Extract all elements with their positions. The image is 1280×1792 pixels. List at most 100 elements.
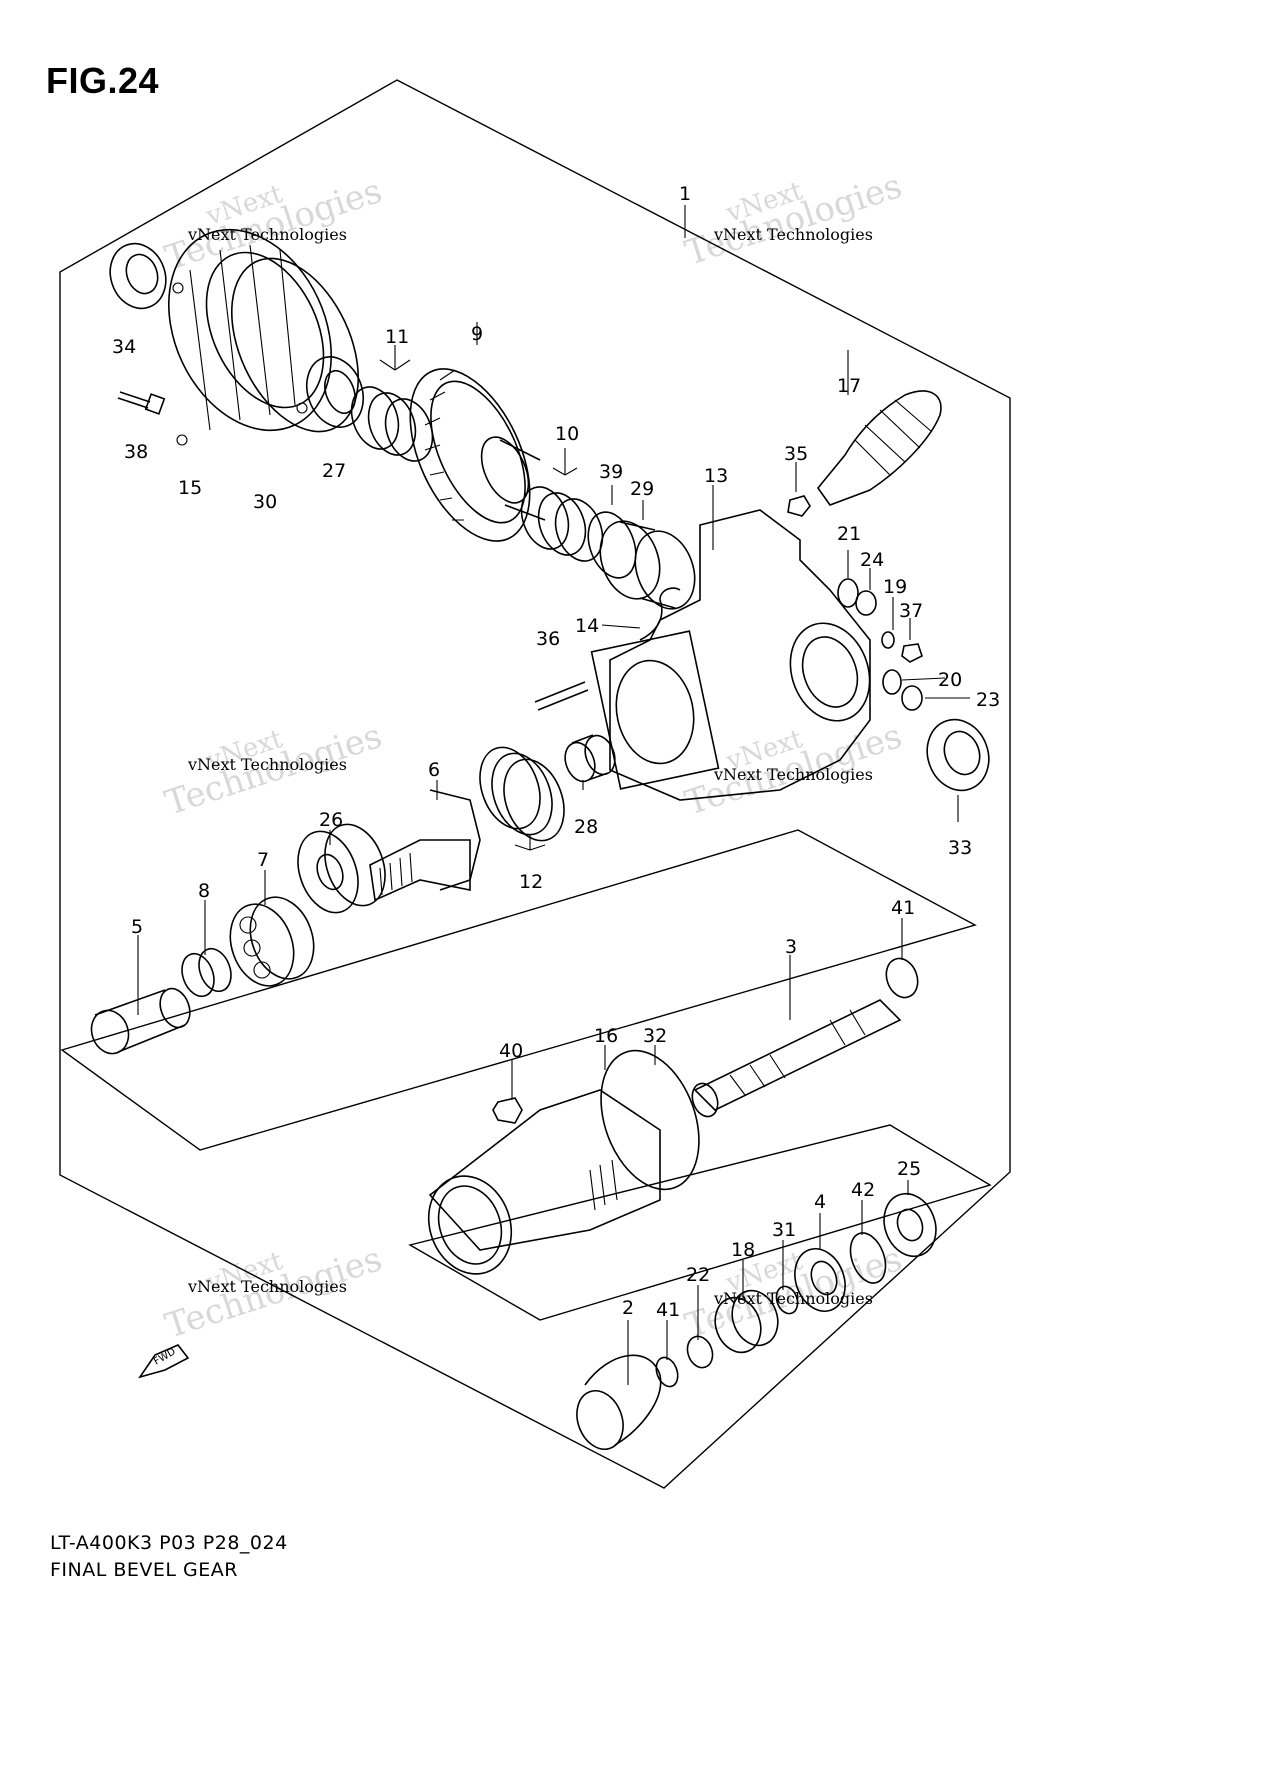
- fwd-direction-arrow: FWD: [138, 1344, 190, 1379]
- callout-9: 9: [471, 323, 483, 345]
- figure-caption: FINAL BEVEL GEAR: [50, 1559, 238, 1581]
- watermark-bottom-left: Technologies vNext vNext Technologies: [160, 1239, 386, 1347]
- callout-37: 37: [899, 600, 923, 622]
- gasket-32: [600, 1049, 700, 1191]
- svg-text:vNext Technologies: vNext Technologies: [713, 1289, 873, 1308]
- callout-40: 40: [499, 1040, 523, 1062]
- race-8: [181, 947, 232, 998]
- svg-text:vNext Technologies: vNext Technologies: [713, 225, 873, 244]
- callout-23: 23: [976, 689, 1000, 711]
- svg-text:vNext Technologies: vNext Technologies: [187, 755, 347, 774]
- shims-12: [479, 746, 565, 842]
- pinion-subassembly-frame: [60, 829, 977, 1151]
- callout-25: 25: [897, 1158, 921, 1180]
- watermark-top-right: Technologies vNext vNext Technologies: [680, 166, 906, 274]
- oil-seal-4: [794, 1248, 846, 1312]
- oil-seal-33: [926, 718, 990, 792]
- callout-24: 24: [860, 549, 884, 571]
- callout-3: 3: [785, 936, 797, 958]
- model-code: LT-A400K3 P03 P28_024: [50, 1532, 288, 1554]
- callout-29: 29: [630, 478, 654, 500]
- ring-gear-9: [409, 368, 546, 542]
- pinion-gear-6: [369, 789, 481, 902]
- bearing-28: [564, 734, 616, 783]
- cap-18: [714, 1289, 779, 1354]
- figure-footer: LT-A400K3 P03 P28_024 FINAL BEVEL GEAR: [50, 1530, 288, 1584]
- washer-21: [837, 578, 859, 608]
- callout-39: 39: [599, 461, 623, 483]
- callout-16: 16: [594, 1025, 618, 1047]
- callout-19: 19: [883, 576, 907, 598]
- plug-23: [901, 685, 923, 711]
- callout-12: 12: [519, 871, 543, 893]
- cap-24: [855, 590, 877, 616]
- callout-27: 27: [322, 460, 346, 482]
- callout-38: 38: [124, 441, 148, 463]
- output-housing-16: [427, 1089, 661, 1275]
- stud-36: [534, 681, 589, 711]
- shaft-3: [691, 999, 902, 1118]
- oil-seal-34: [109, 242, 167, 310]
- callout-17: 17: [837, 375, 861, 397]
- callout-30: 30: [253, 491, 277, 513]
- boot-17: [816, 390, 942, 506]
- callout-1: 1: [679, 183, 691, 205]
- circlip-42: [849, 1232, 887, 1284]
- callout-22: 22: [686, 1264, 710, 1286]
- nut-40: [492, 1097, 523, 1124]
- callout-8: 8: [198, 880, 210, 902]
- callout-31: 31: [772, 1219, 796, 1241]
- bearing-29: [599, 520, 696, 610]
- callout-21: 21: [837, 523, 861, 545]
- circlip-41-top: [885, 957, 919, 999]
- leader-lines: [137, 205, 970, 1385]
- gear-case-13: [590, 509, 871, 801]
- callout-15: 15: [178, 477, 202, 499]
- nut-35: [787, 495, 811, 517]
- main-assembly-frame: [59, 79, 1011, 1489]
- figure-title: FIG.24: [46, 60, 160, 101]
- output-subassembly-frame: [408, 1124, 992, 1321]
- bolt-37: [901, 643, 923, 663]
- callout-36: 36: [536, 628, 560, 650]
- callout-11: 11: [385, 326, 409, 348]
- sleeve-5: [90, 987, 191, 1055]
- bearing-26: [297, 823, 386, 914]
- callout-28: 28: [574, 816, 598, 838]
- breather-14: [639, 587, 681, 641]
- bolt-38: [117, 391, 166, 415]
- callout-6: 6: [428, 759, 440, 781]
- callout-14: 14: [575, 615, 599, 637]
- callout-35: 35: [784, 443, 808, 465]
- callout-20: 20: [938, 669, 962, 691]
- callout-41-bottom: 41: [656, 1299, 680, 1321]
- o-ring-30: [230, 257, 360, 433]
- washer-20: [882, 669, 902, 695]
- parts: FWD: [90, 228, 990, 1450]
- bearing-7: [229, 896, 315, 987]
- callout-5: 5: [131, 916, 143, 938]
- callout-42: 42: [851, 1179, 875, 1201]
- callout-7: 7: [257, 849, 269, 871]
- callout-10: 10: [555, 423, 579, 445]
- bearing-25: [883, 1192, 937, 1258]
- callout-26: 26: [319, 809, 343, 831]
- callout-18: 18: [731, 1239, 755, 1261]
- svg-text:vNext Technologies: vNext Technologies: [187, 1277, 347, 1296]
- assembly-frames: [59, 79, 1011, 1489]
- circlip-41-bottom: [655, 1356, 679, 1388]
- svg-text:vNext Technologies: vNext Technologies: [713, 765, 873, 784]
- callout-34: 34: [112, 336, 136, 358]
- callout-4: 4: [814, 1191, 826, 1213]
- watermark-mid-right: Technologies vNext vNext Technologies: [680, 716, 906, 824]
- shims-10: [520, 486, 604, 562]
- callout-2: 2: [622, 1297, 634, 1319]
- washer-22: [686, 1335, 714, 1369]
- washer-19: [881, 631, 895, 649]
- watermark-group: Technologies vNext vNext Technologies Te…: [160, 166, 906, 1347]
- washer-31: [775, 1285, 799, 1315]
- watermark-mid-left: Technologies vNext vNext Technologies: [160, 716, 386, 824]
- callout-41-top: 41: [891, 897, 915, 919]
- spacer-39: [587, 511, 637, 579]
